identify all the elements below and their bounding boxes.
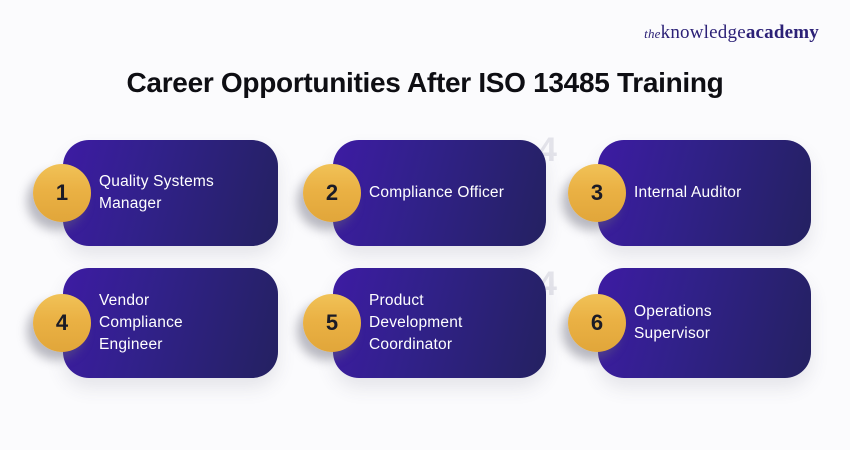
page-title: Career Opportunities After ISO 13485 Tra… [126, 67, 724, 98]
career-card-compliance-officer: 2 Compliance Officer [303, 140, 546, 246]
career-card-label: Operations Supervisor [634, 303, 712, 342]
number-badge: 1 [33, 164, 91, 222]
career-card-internal-auditor: 3 Internal Auditor [568, 140, 811, 246]
number-badge: 5 [303, 294, 361, 352]
career-card-operations-supervisor: 6 Operations Supervisor [568, 268, 811, 378]
career-card-label: Compliance Officer [369, 184, 505, 201]
career-card-label: Quality Systems Manager [99, 173, 214, 212]
brand-logo: theknowledgeacademy [644, 23, 819, 42]
number-badge: 4 [33, 294, 91, 352]
career-card-quality-systems-manager: 1 Quality Systems Manager [33, 140, 278, 246]
brand-logo-the: the [644, 26, 661, 41]
number-badge: 3 [568, 164, 626, 222]
career-card-label: Vendor Compliance Engineer [99, 292, 183, 353]
brand-logo-knowledge: knowledge [660, 22, 746, 43]
career-card-label: Internal Auditor [634, 184, 742, 201]
career-card-label: Product Development Coordinator [369, 292, 463, 353]
number-badge: 2 [303, 164, 361, 222]
number-badge: 6 [568, 294, 626, 352]
brand-logo-academy: academy [745, 22, 819, 43]
career-card-vendor-compliance-engineer: 4 Vendor Compliance Engineer [33, 268, 278, 378]
career-card-product-development-coordinator: 5 Product Development Coordinator [303, 268, 546, 378]
